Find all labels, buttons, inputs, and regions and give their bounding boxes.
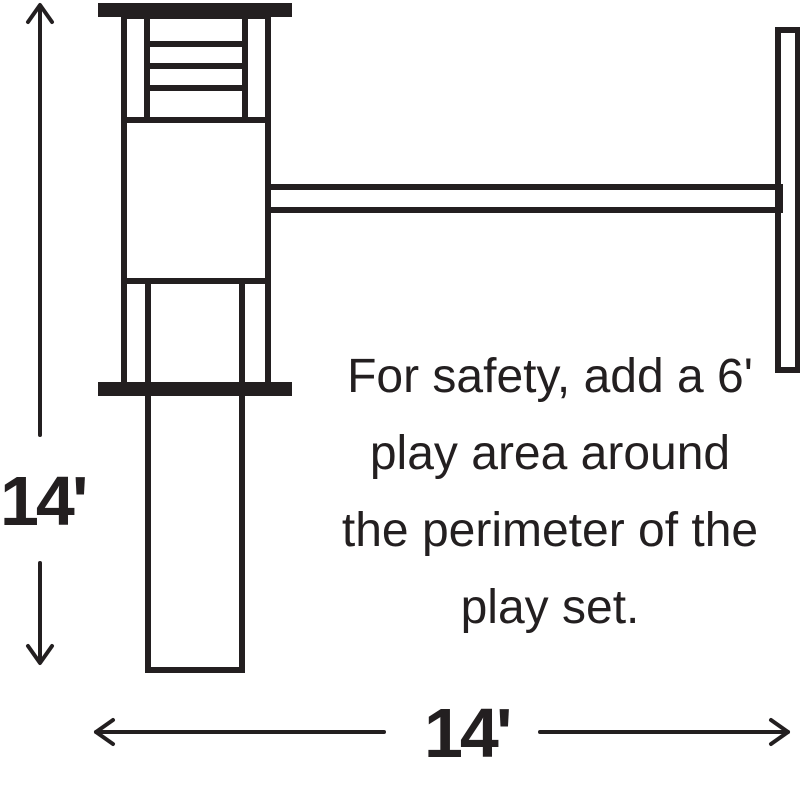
platform-deck bbox=[121, 117, 271, 284]
arrowhead-right bbox=[769, 718, 790, 746]
arrowhead-left bbox=[94, 718, 115, 746]
arrowhead-down bbox=[26, 644, 54, 665]
a-frame-end bbox=[775, 27, 800, 373]
swing-beam bbox=[265, 184, 783, 213]
arrowhead-up bbox=[26, 3, 54, 24]
width-dimension-label: 14' bbox=[424, 694, 512, 772]
safety-note: For safety, add a 6' play area around th… bbox=[341, 350, 759, 634]
slide bbox=[145, 278, 245, 673]
top-crossbar bbox=[98, 3, 292, 17]
height-dimension-label: 14' bbox=[0, 462, 88, 540]
bottom-crossbar bbox=[98, 382, 292, 396]
